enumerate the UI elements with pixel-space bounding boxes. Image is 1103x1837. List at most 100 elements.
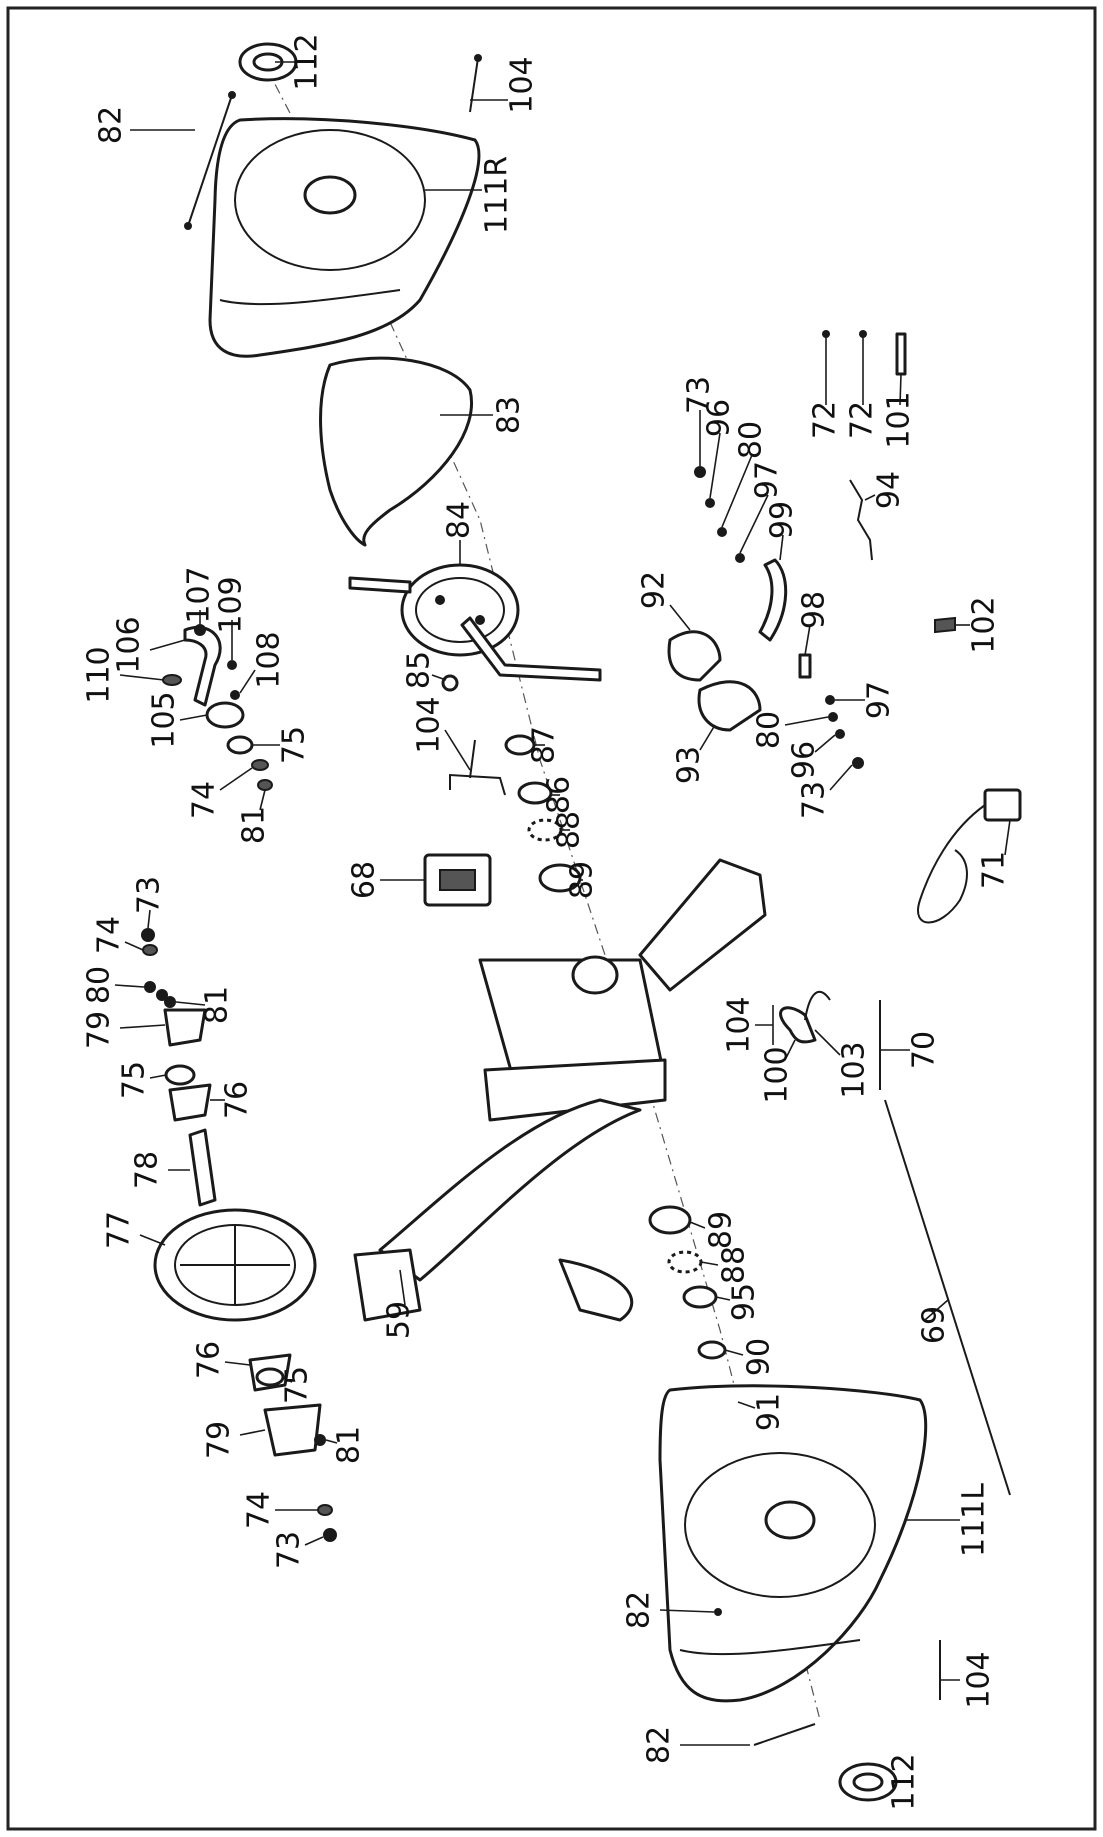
- callout-leader: [814, 1029, 841, 1056]
- callout-label-74: 74: [242, 1491, 277, 1529]
- part-78-shaft: [188, 1128, 217, 1207]
- part-82-screw-u: [753, 1723, 816, 1746]
- callout-label-80: 80: [82, 966, 117, 1004]
- part-104-bracket-middle: [449, 739, 506, 796]
- callout-leader: [224, 1361, 251, 1366]
- part-73-screw-s: [323, 1528, 337, 1542]
- callout-leader: [899, 373, 902, 406]
- callout-leader: [325, 1439, 338, 1444]
- callout-label-96: 96: [787, 741, 822, 779]
- callout-leader: [699, 724, 716, 751]
- callout-leader: [924, 1299, 949, 1321]
- callout-label-97: 97: [862, 681, 897, 719]
- callout-leader: [239, 669, 256, 694]
- callout-leader: [179, 714, 208, 721]
- callout-label-81: 81: [237, 806, 272, 844]
- callout-label-59: 59: [382, 1301, 417, 1339]
- callout-label-104: 104: [505, 56, 540, 113]
- callout-leader: [715, 1296, 731, 1301]
- part-98-sleeve: [798, 653, 812, 679]
- part-88-bearing-balls-lower: [667, 1250, 703, 1274]
- callout-leader: [814, 734, 836, 753]
- callout-label-81: 81: [332, 1426, 367, 1464]
- part-111R-right-cover: [208, 117, 481, 358]
- callout-leader: [175, 1001, 206, 1006]
- callout-label-80: 80: [734, 421, 769, 459]
- part-82-screws-top: [184, 91, 236, 230]
- callout-label-74: 74: [187, 781, 222, 819]
- callout-leader: [149, 1074, 167, 1079]
- callout-label-76: 76: [192, 1341, 227, 1379]
- part-100-hook: [779, 1006, 817, 1044]
- callout-leader: [721, 454, 753, 528]
- callout-leader: [737, 1401, 756, 1409]
- callout-leader: [139, 1234, 166, 1246]
- callout-label-83: 83: [492, 396, 527, 434]
- part-96-washer-a: [705, 498, 715, 508]
- callout-label-73: 73: [797, 781, 832, 819]
- callout-label-82: 82: [94, 106, 129, 144]
- part-95-bearing-cone: [682, 1285, 718, 1309]
- callout-label-104: 104: [962, 1651, 997, 1708]
- callout-leader: [304, 1536, 324, 1546]
- callout-leader: [829, 764, 853, 791]
- callout-label-108: 108: [252, 631, 287, 688]
- callout-leader: [700, 1261, 719, 1266]
- callout-label-101: 101: [882, 391, 917, 448]
- part-93-pad: [697, 680, 762, 732]
- part-77-wheel: [153, 1208, 317, 1322]
- callout-label-79: 79: [202, 1421, 237, 1459]
- part-106-lever: [183, 625, 222, 707]
- callout-label-87: 87: [527, 726, 562, 764]
- callout-label-104: 104: [722, 996, 757, 1053]
- part-71-adapter: [917, 788, 1022, 924]
- part-79-bracket-j: [163, 1008, 207, 1047]
- part-92-pad: [667, 630, 722, 682]
- part-74-washer-r: [317, 1504, 333, 1516]
- callout-leader: [147, 909, 151, 929]
- callout-label-98: 98: [797, 591, 832, 629]
- callout-label-112: 112: [290, 33, 325, 90]
- part-111L-left-cover: [658, 1384, 928, 1703]
- callout-label-99: 99: [765, 501, 800, 539]
- callout-label-106: 106: [112, 616, 147, 673]
- callout-label-73: 73: [272, 1531, 307, 1569]
- part-80-nut-d: [828, 712, 838, 722]
- callout-label-90: 90: [742, 1338, 777, 1376]
- part-68-resistance-block: [423, 853, 492, 907]
- callout-label-102: 102: [967, 596, 1002, 653]
- callout-label-78: 78: [130, 1151, 165, 1189]
- part-90-washer: [697, 1340, 727, 1360]
- callout-leader: [689, 1221, 706, 1229]
- callout-label-110: 110: [82, 646, 117, 703]
- part-89-bearing-cup-upper: [538, 863, 582, 893]
- callout-leader: [864, 494, 876, 501]
- callout-label-81: 81: [200, 986, 235, 1024]
- callout-label-109: 109: [214, 576, 249, 633]
- callout-label-94: 94: [872, 471, 907, 509]
- part-110-knob: [162, 674, 182, 686]
- callout-label-84: 84: [442, 501, 477, 539]
- callout-leader: [119, 1024, 166, 1029]
- part-75-bearing-o: [255, 1367, 285, 1387]
- part-105-bushing: [205, 701, 245, 729]
- callout-leader: [282, 1377, 293, 1383]
- callout-leader: [444, 729, 471, 771]
- callout-leader: [149, 639, 186, 651]
- callout-label-96: 96: [702, 399, 737, 437]
- part-99-clip: [758, 558, 788, 642]
- callout-label-70: 70: [907, 1031, 942, 1069]
- callout-label-75: 75: [117, 1061, 152, 1099]
- callout-leader: [669, 604, 691, 631]
- callout-label-93: 93: [672, 746, 707, 784]
- callout-label-74: 74: [92, 916, 127, 954]
- callout-label-105: 105: [147, 691, 182, 748]
- callout-label-69: 69: [917, 1306, 952, 1344]
- callout-label-80: 80: [752, 711, 787, 749]
- part-76-hub-l: [168, 1083, 212, 1122]
- part-112-bottom-cap: [838, 1762, 898, 1802]
- callout-leader: [431, 674, 447, 681]
- part-107-ball: [194, 624, 206, 636]
- callout-leader: [114, 984, 145, 988]
- callout-label-112: 112: [887, 1753, 922, 1810]
